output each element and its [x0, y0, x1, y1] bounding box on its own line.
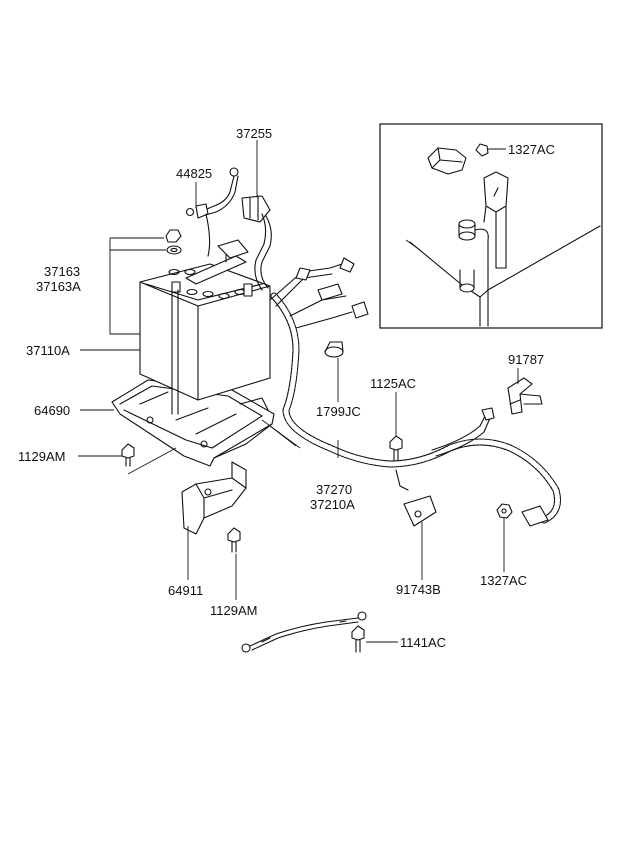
label-1327AC-inset: 1327AC: [508, 142, 555, 157]
label-37255: 37255: [236, 126, 272, 141]
label-37270: 37270: [316, 482, 352, 497]
label-64911: 64911: [168, 583, 203, 598]
label-1141AC: 1141AC: [400, 635, 446, 650]
bolt-1129AM-left: [121, 443, 135, 459]
inset-frame: [379, 123, 603, 329]
bracket: [181, 461, 247, 535]
label-1799JC: 1799JC: [316, 404, 361, 419]
ground-strap: [241, 611, 367, 653]
leader-lines: [78, 140, 519, 643]
battery-cables: [185, 167, 272, 291]
inset-detail: 1327AC: [379, 123, 603, 329]
battery: [139, 245, 271, 415]
inset-nut: [475, 143, 489, 157]
label-1129AM-bottom: 1129AM: [210, 603, 257, 618]
label-1125AC: 1125AC: [370, 376, 416, 391]
bolt-1125AC: [389, 435, 403, 451]
part-labels: 37255 44825 37163 37163A 37110A 64690 11…: [18, 126, 544, 650]
label-37163A: 37163A: [36, 279, 81, 294]
label-91787: 91787: [508, 352, 544, 367]
fasteners: [121, 435, 513, 653]
label-37110A: 37110A: [26, 343, 70, 358]
label-37210A: 37210A: [310, 497, 355, 512]
label-1327AC: 1327AC: [480, 573, 527, 588]
label-44825: 44825: [176, 166, 212, 181]
battery-tray: [111, 379, 301, 467]
harness-bracket-91787: [507, 377, 543, 415]
label-1129AM-left: 1129AM: [18, 449, 65, 464]
wiring-harness: [269, 257, 561, 527]
terminal-caps: [165, 229, 182, 255]
label-64690: 64690: [34, 403, 70, 418]
bolt-1141AC: [351, 625, 365, 641]
label-37163: 37163: [44, 264, 80, 279]
label-91743B: 91743B: [396, 582, 441, 597]
bolt-1129AM-bottom: [227, 527, 241, 543]
nut-1327AC: [496, 503, 513, 519]
